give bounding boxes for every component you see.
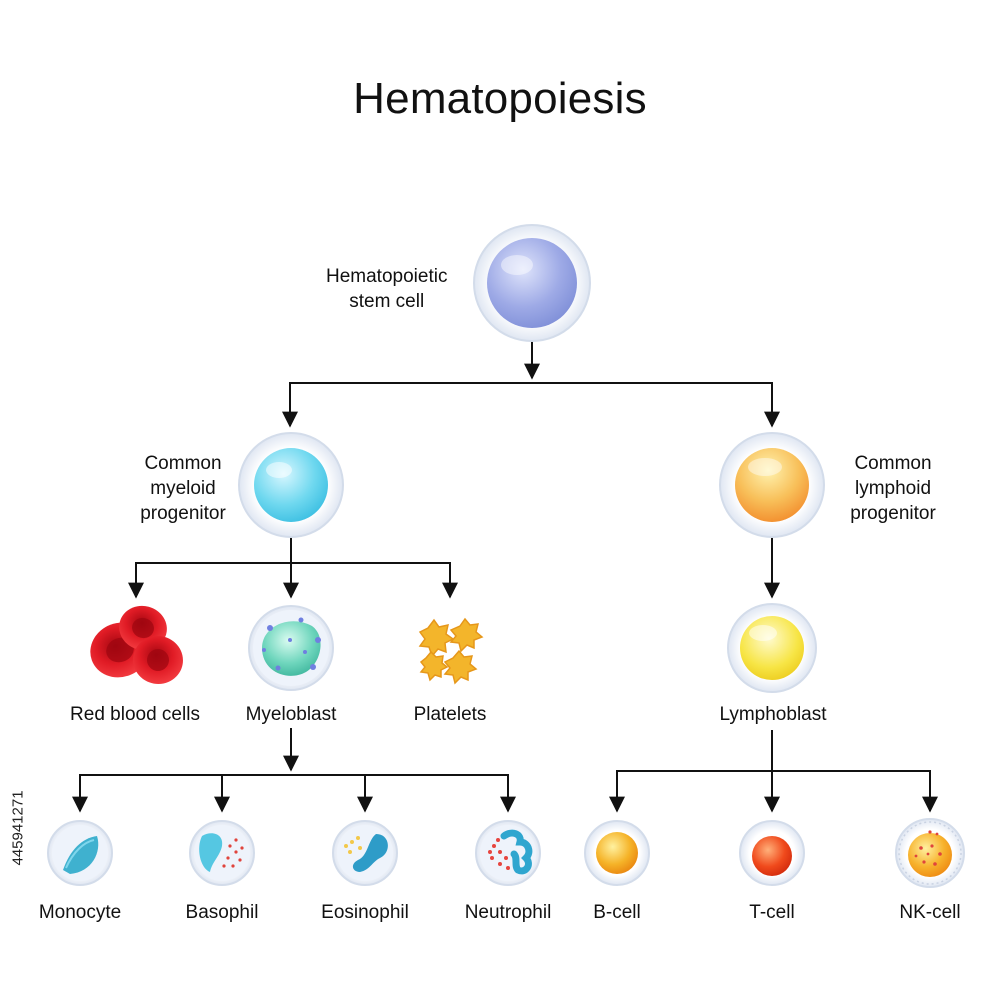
myeloid-label-line1: Common [144, 453, 222, 474]
eosinophil-icon [332, 820, 398, 886]
basophil-icon [189, 820, 255, 886]
tcell-icon [739, 820, 805, 886]
monocyte-label: Monocyte [38, 902, 122, 923]
neutrophil-icon [475, 820, 541, 886]
lymphoid-label-line2: lymphoid [854, 478, 932, 499]
stem-cell-label-line2: stem cell [349, 291, 425, 312]
monocyte-icon [47, 820, 113, 886]
eosinophil-label: Eosinophil [321, 902, 409, 923]
stock-id-strip: 445941271 [8, 768, 28, 888]
nkcell-icon [895, 818, 965, 888]
neutrophil-label: Neutrophil [464, 902, 552, 923]
branch-lymphoblast [616, 770, 931, 805]
myeloblast-label: Myeloblast [245, 704, 337, 725]
lymphoblast-icon [727, 603, 817, 693]
diagram-title: Hematopoiesis [353, 74, 647, 123]
lymphoid-progenitor-label: Common lymphoid progenitor [838, 451, 948, 526]
platelets-icon [418, 617, 484, 685]
basophil-label: Basophil [185, 902, 259, 923]
lymphoid-progenitor-icon [719, 432, 825, 538]
stock-id-text: 445941271 [9, 790, 27, 866]
myeloid-label-line3: progenitor [140, 503, 226, 524]
lymphoid-label-line1: Common [854, 453, 932, 474]
myeloid-progenitor-label: Common myeloid progenitor [128, 451, 238, 526]
myeloid-progenitor-icon [238, 432, 344, 538]
connectors [72, 328, 938, 813]
myeloid-label-line2: myeloid [150, 478, 216, 499]
branch-stem [289, 382, 773, 418]
branch-myeloblast [79, 774, 509, 805]
bcell-icon [584, 820, 650, 886]
lymphoid-label-line3: progenitor [850, 503, 936, 524]
stem-cell-label-line1: Hematopoietic [326, 266, 448, 287]
myeloblast-icon [248, 605, 334, 691]
stem-cell-icon [473, 224, 591, 342]
red-blood-cells-icon [90, 605, 183, 685]
lymphoblast-label: Lymphoblast [719, 704, 827, 725]
stem-cell-label: Hematopoietic stem cell [326, 264, 447, 314]
bcell-label: B-cell [593, 902, 641, 923]
nkcell-label: NK-cell [899, 902, 961, 923]
branch-myeloid [135, 562, 451, 590]
tcell-label: T-cell [749, 902, 795, 923]
platelets-label: Platelets [413, 704, 487, 725]
rbc-label: Red blood cells [70, 704, 200, 725]
